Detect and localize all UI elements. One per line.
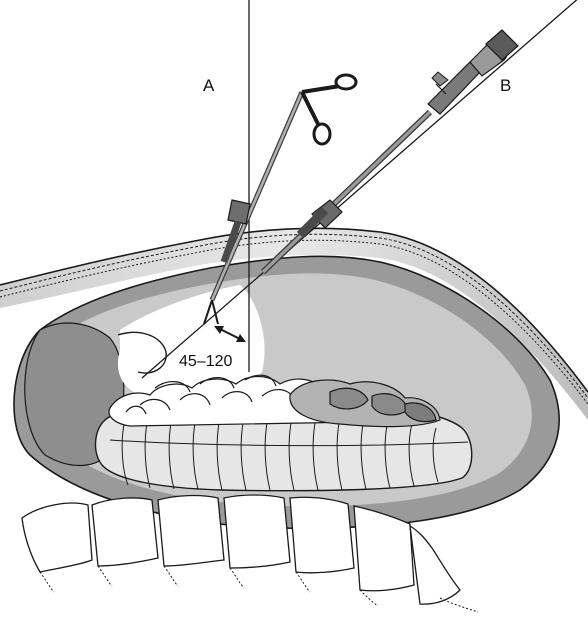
angle-range-label: 45–120: [179, 353, 232, 371]
label-b: B: [500, 76, 511, 96]
label-a: A: [203, 76, 214, 96]
